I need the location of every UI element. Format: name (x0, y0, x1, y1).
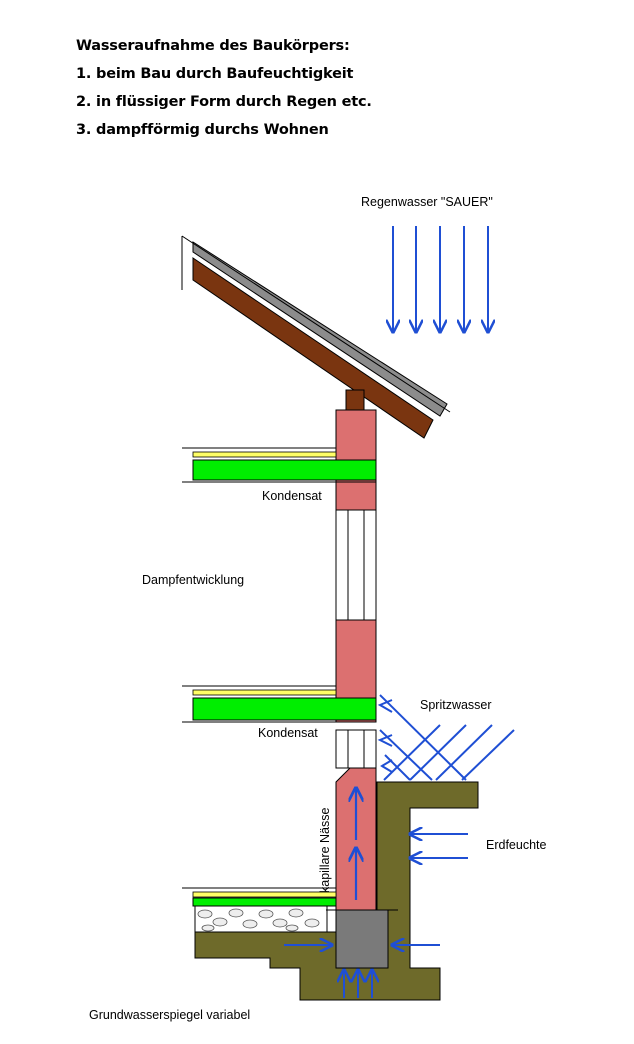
floor-slab-middle (182, 685, 377, 723)
groundwater-label: Grundwasserspiegel variabel (89, 1008, 251, 1022)
rain-label: Regenwasser "SAUER" (361, 195, 493, 209)
vapor-label: Dampfentwicklung (142, 573, 245, 587)
heading-item-2: 2. in flüssiger Form durch Regen etc. (76, 94, 372, 110)
condensate-top-label: Kondensat (262, 489, 322, 503)
condensate-bottom-label: Kondensat (258, 726, 318, 740)
gravel-bed (194, 905, 328, 933)
floor-slab-top (182, 447, 377, 483)
foundation-block (335, 909, 389, 969)
lower-opening (335, 729, 377, 769)
diagram-heading: Wasseraufnahme des Baukörpers: (76, 38, 350, 54)
groundwater-arrows (284, 945, 440, 998)
soil-moisture-arrows (410, 834, 468, 858)
roof (181, 235, 451, 439)
soil-moisture-label: Erdfeuchte (486, 838, 547, 852)
floor-slab-bottom (182, 887, 337, 907)
window-opening (335, 509, 377, 621)
splash-water-label: Spritzwasser (420, 698, 492, 712)
heading-item-1: 1. beim Bau durch Baufeuchtigkeit (76, 66, 354, 82)
capillary-label: kapillare Nässe (318, 807, 332, 893)
heading-item-3: 3. dampfförmig durchs Wohnen (76, 122, 329, 138)
rain-arrows (393, 226, 488, 332)
splash-water-lines (377, 694, 515, 781)
